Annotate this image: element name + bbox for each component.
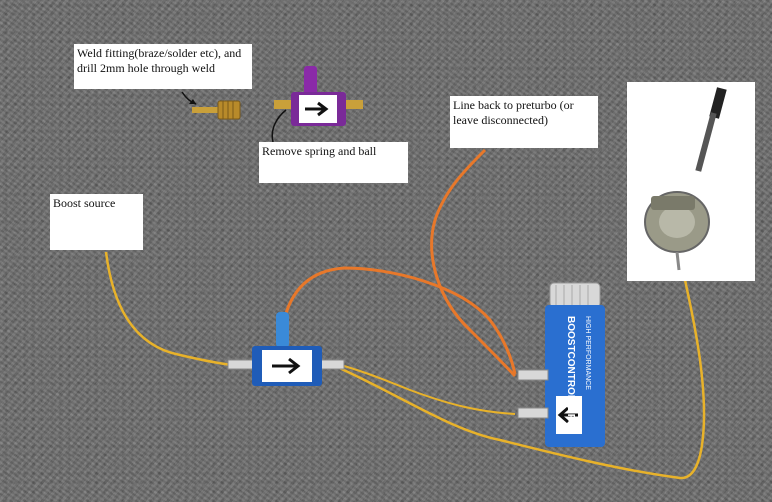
tee-to-controller-hose xyxy=(281,266,517,375)
controller-sub-text: HIGH PERFORMANCE xyxy=(584,316,591,390)
tee-valve-part xyxy=(227,312,345,386)
controller-to-tee-hose xyxy=(329,361,516,415)
preturbo-line-label: Line back to preturbo (or leave disconne… xyxy=(450,96,598,148)
check-valve-part xyxy=(274,66,363,126)
boost-controller-part: BOOSTCONTROLLER HIGH PERFORMANCE xyxy=(517,282,605,447)
arrow-right-icon xyxy=(272,357,301,375)
arrow-left-icon xyxy=(557,406,578,424)
wastegate-actuator-panel xyxy=(627,82,755,281)
boost-source-hose xyxy=(104,251,247,368)
weld-fitting-part xyxy=(192,100,241,120)
boost-source-label: Boost source xyxy=(50,194,143,250)
arrow-right-icon xyxy=(305,101,329,117)
preturbo-return-hose xyxy=(430,148,517,378)
weld-fitting-label: Weld fitting(braze/solder etc), and dril… xyxy=(74,44,252,89)
remove-spring-pointer-icon xyxy=(271,109,287,143)
remove-spring-label: Remove spring and ball xyxy=(259,142,408,183)
controller-brand-text: BOOSTCONTROLLER xyxy=(565,316,576,422)
wastegate-actuator-icon xyxy=(644,87,727,271)
wastegate-hose xyxy=(334,267,706,480)
pointer-arrowhead-icon xyxy=(189,99,196,104)
